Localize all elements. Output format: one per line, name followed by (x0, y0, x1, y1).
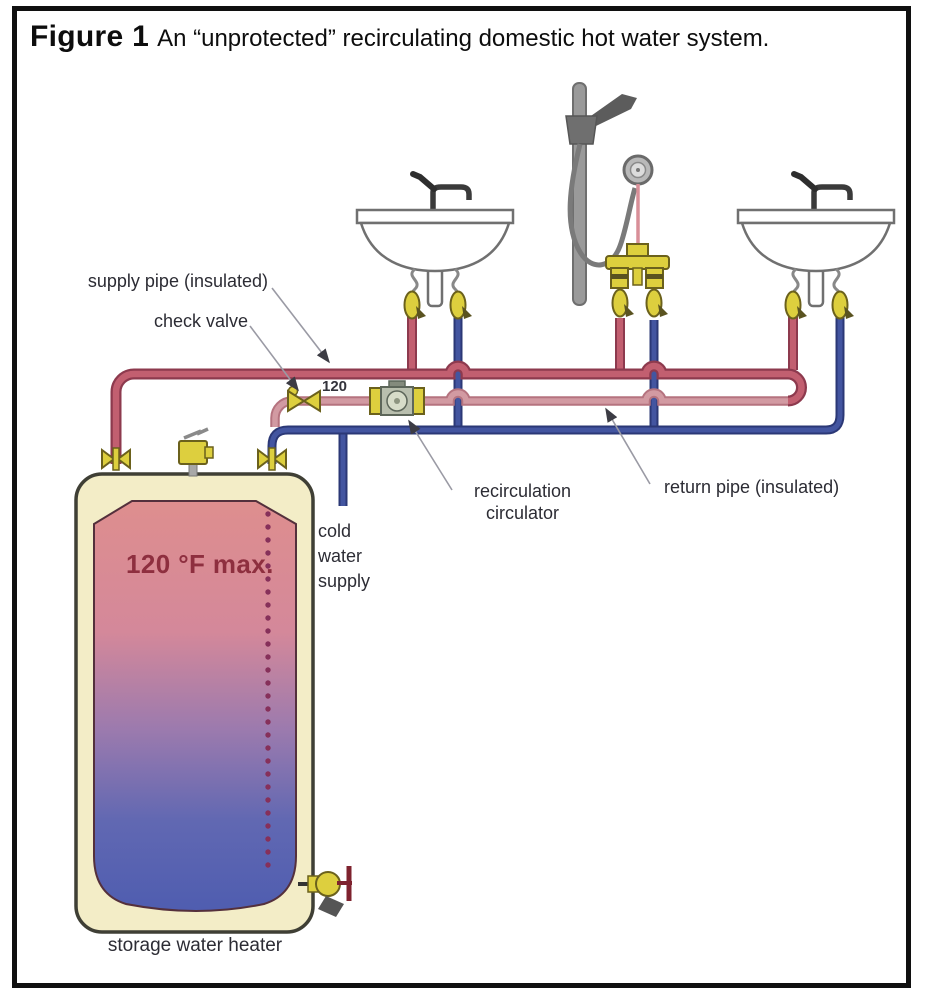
drain-spout (318, 896, 344, 917)
shower-hose (567, 143, 638, 268)
shower-mixing-valve (605, 243, 670, 289)
left-sink (355, 171, 515, 320)
cold-water-pipes (267, 316, 845, 506)
figure-number: Figure 1 (30, 20, 150, 53)
figure-caption: An “unprotected” recirculating domestic … (157, 25, 770, 52)
label-recirculation-circulator: recirculation circulator (473, 481, 572, 523)
tp-relief-valve (178, 427, 214, 477)
label-pipe-temp: 120 (322, 378, 348, 395)
tank-water-gradient (93, 500, 297, 912)
label-return-pipe: return pipe (insulated) (664, 477, 840, 497)
sink-rim (355, 208, 515, 225)
label-storage-water-heater: storage water heater (107, 935, 283, 956)
tank-hot-outlet-union (101, 447, 131, 471)
hot-shutoff-valve (784, 290, 802, 320)
hot-supply-pipes (110, 316, 807, 464)
recirculation-circulator (369, 380, 425, 416)
dip-tube-dotted (265, 511, 271, 868)
cold-shutoff-valve (645, 288, 663, 318)
faucet-handle (791, 171, 818, 192)
leader-lines (249, 287, 651, 491)
sink-bowl (359, 221, 511, 273)
shower-bracket (565, 115, 598, 145)
cold-shutoff-valve (831, 290, 849, 320)
shower (565, 82, 670, 318)
sink-rim (736, 208, 896, 225)
drain-valve (298, 866, 352, 917)
leader-recirculation (408, 419, 453, 491)
label-tank-temp: 120 °F max. (126, 549, 274, 579)
sink-bowl (740, 221, 892, 273)
hot-shutoff-valve (403, 290, 421, 320)
leader-supply-pipe (271, 287, 330, 364)
faucet-handle (410, 171, 437, 192)
leader-check-valve (249, 325, 299, 392)
label-check-valve: check valve (153, 311, 248, 331)
cold-main (267, 316, 845, 464)
right-sink (736, 171, 896, 320)
cold-shutoff-valve (449, 290, 467, 320)
shower-head (588, 94, 637, 126)
label-cold-water-supply: cold water supply (318, 521, 371, 591)
figure-title: Figure 1 An “unprotected” recirculating d… (30, 20, 769, 54)
storage-water-heater-tank (74, 472, 315, 934)
hot-shutoff-valve (611, 288, 629, 318)
figure-border (12, 6, 911, 988)
leader-return-pipe (605, 407, 651, 485)
label-supply-pipe: supply pipe (insulated) (87, 271, 268, 291)
tank-cold-inlet-union (257, 447, 287, 471)
return-pipe (270, 388, 788, 427)
